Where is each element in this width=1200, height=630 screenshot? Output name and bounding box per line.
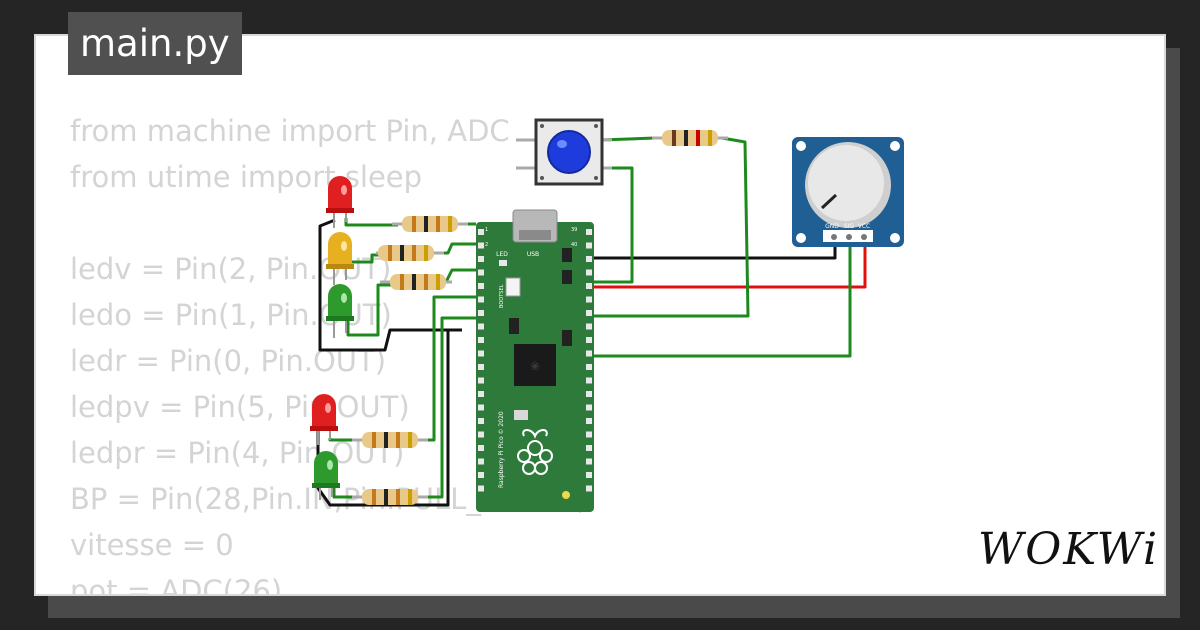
- resistor-3: [380, 274, 452, 290]
- code-line: ledr = Pin(0, Pin.OUT): [70, 344, 387, 378]
- pin-40-label: 40: [571, 242, 577, 248]
- code-line: from machine import Pin, ADC: [70, 114, 510, 148]
- pico-pin-pad: [478, 431, 484, 438]
- pico-pin-pad: [478, 242, 484, 249]
- pico-pin-header: [478, 229, 592, 492]
- usb-label: USB: [527, 251, 539, 258]
- led-yellow: [326, 232, 354, 285]
- bootsel-label: BOOTSEL: [499, 284, 505, 308]
- pico-pin-pad: [478, 256, 484, 262]
- pico-pin-pad: [586, 364, 592, 370]
- pot-gnd-label: GND: [825, 223, 839, 230]
- pico-pin-pad: [478, 445, 484, 451]
- bootsel-button[interactable]: [505, 277, 521, 297]
- pico-pin-pad: [586, 310, 592, 316]
- wire-green-led3: [346, 283, 392, 337]
- pico-pin-pad: [586, 337, 592, 343]
- pico-pin-pad: [478, 350, 484, 357]
- leds: [310, 176, 354, 500]
- wire-green-pot-sig: [582, 240, 852, 358]
- wire-black-gnd-2: [316, 328, 462, 507]
- code-line: ledpv = Pin(5, Pin.OUT): [70, 390, 410, 424]
- code-line: vitesse = 0: [70, 528, 234, 562]
- pico-pin-pad: [586, 229, 592, 235]
- pico-pin-pad: [478, 269, 484, 276]
- pin-39-label: 39: [571, 227, 577, 233]
- pico-pin-pad: [586, 472, 592, 478]
- resistor-4: [352, 432, 428, 448]
- pico-pin-pad: [478, 229, 484, 235]
- wire-green-led1: [344, 218, 398, 227]
- board-silkscreen: Raspberry Pi Pico © 2020: [498, 411, 505, 488]
- pin-2-label: 2: [485, 242, 488, 248]
- wire-red-pot-vcc: [582, 240, 867, 289]
- pico-pin-pad: [586, 458, 592, 465]
- pico-pin-pad: [586, 256, 592, 262]
- pico-pin-pad: [478, 472, 484, 478]
- led-green-2: [312, 451, 340, 500]
- wire-green-button: [584, 166, 634, 284]
- wire-green-led5: [332, 485, 360, 499]
- pot-vcc-label: VCC: [858, 223, 870, 230]
- pico-pin-pad: [478, 404, 484, 411]
- resistor-5: [352, 489, 428, 505]
- pico-pin-pad: [478, 283, 484, 289]
- resistor-1: [392, 216, 468, 232]
- pico-pin-pad: [478, 391, 484, 397]
- led-red-2: [310, 394, 338, 445]
- wire-green-button-res: [584, 136, 750, 318]
- pico-pin-pad: [586, 445, 592, 451]
- wokwi-logo: WOKWi: [978, 524, 1159, 575]
- resistor-2: [376, 245, 444, 261]
- pico-pin-pad: [586, 242, 592, 249]
- pico-pin-pad: [478, 418, 484, 424]
- pico-pin-pad: [478, 337, 484, 343]
- raspberry-pi-pico: USB LED 1 2 39 40 BOOTSEL ❀ Raspberry Pi…: [476, 209, 594, 512]
- pico-pin-pad: [478, 377, 484, 384]
- pico-pin-pad: [586, 283, 592, 289]
- led-red-1: [326, 176, 354, 228]
- file-tab-label: main.py: [80, 22, 230, 65]
- pico-pin-pad: [478, 310, 484, 316]
- pico-pin-pad: [586, 323, 592, 330]
- pico-pin-pad: [586, 269, 592, 276]
- pico-pin-pad: [478, 296, 484, 303]
- code-line: from utime import sleep: [70, 160, 423, 194]
- resistors: [352, 130, 728, 505]
- wire-green-r5: [420, 316, 486, 499]
- pico-pin-pad: [586, 391, 592, 397]
- wire-green-r3: [444, 268, 486, 283]
- pico-pin-pad: [586, 404, 592, 411]
- knob-indicator: [820, 193, 838, 210]
- pico-pin-pad: [478, 323, 484, 330]
- pico-pin-pad: [478, 485, 484, 492]
- pico-pin-pad: [478, 364, 484, 370]
- led-label: LED: [496, 251, 508, 258]
- rp2040-chip: [514, 344, 556, 386]
- pushbutton[interactable]: [516, 118, 612, 186]
- pico-pin-pad: [586, 296, 592, 303]
- pico-pin-pad: [586, 485, 592, 492]
- pin-1-label: 1: [485, 227, 488, 233]
- code-line: pot = ADC(26): [70, 574, 283, 596]
- file-tab[interactable]: main.py: [68, 12, 242, 75]
- pico-pin-pad: [586, 377, 592, 384]
- pot-sig-label: SIG: [844, 223, 855, 230]
- raspberry-logo-icon: [517, 429, 553, 475]
- led-green-1: [326, 284, 354, 338]
- svg-text:❀: ❀: [530, 359, 540, 373]
- resistor-button: [652, 130, 728, 146]
- pico-pin-pad: [586, 418, 592, 424]
- potentiometer[interactable]: GND SIG VCC: [792, 137, 904, 247]
- pico-pin-pad: [586, 431, 592, 438]
- pico-pin-pad: [478, 458, 484, 465]
- pico-pin-pad: [586, 350, 592, 357]
- wokwi-logo-text: WOKWi: [978, 524, 1160, 575]
